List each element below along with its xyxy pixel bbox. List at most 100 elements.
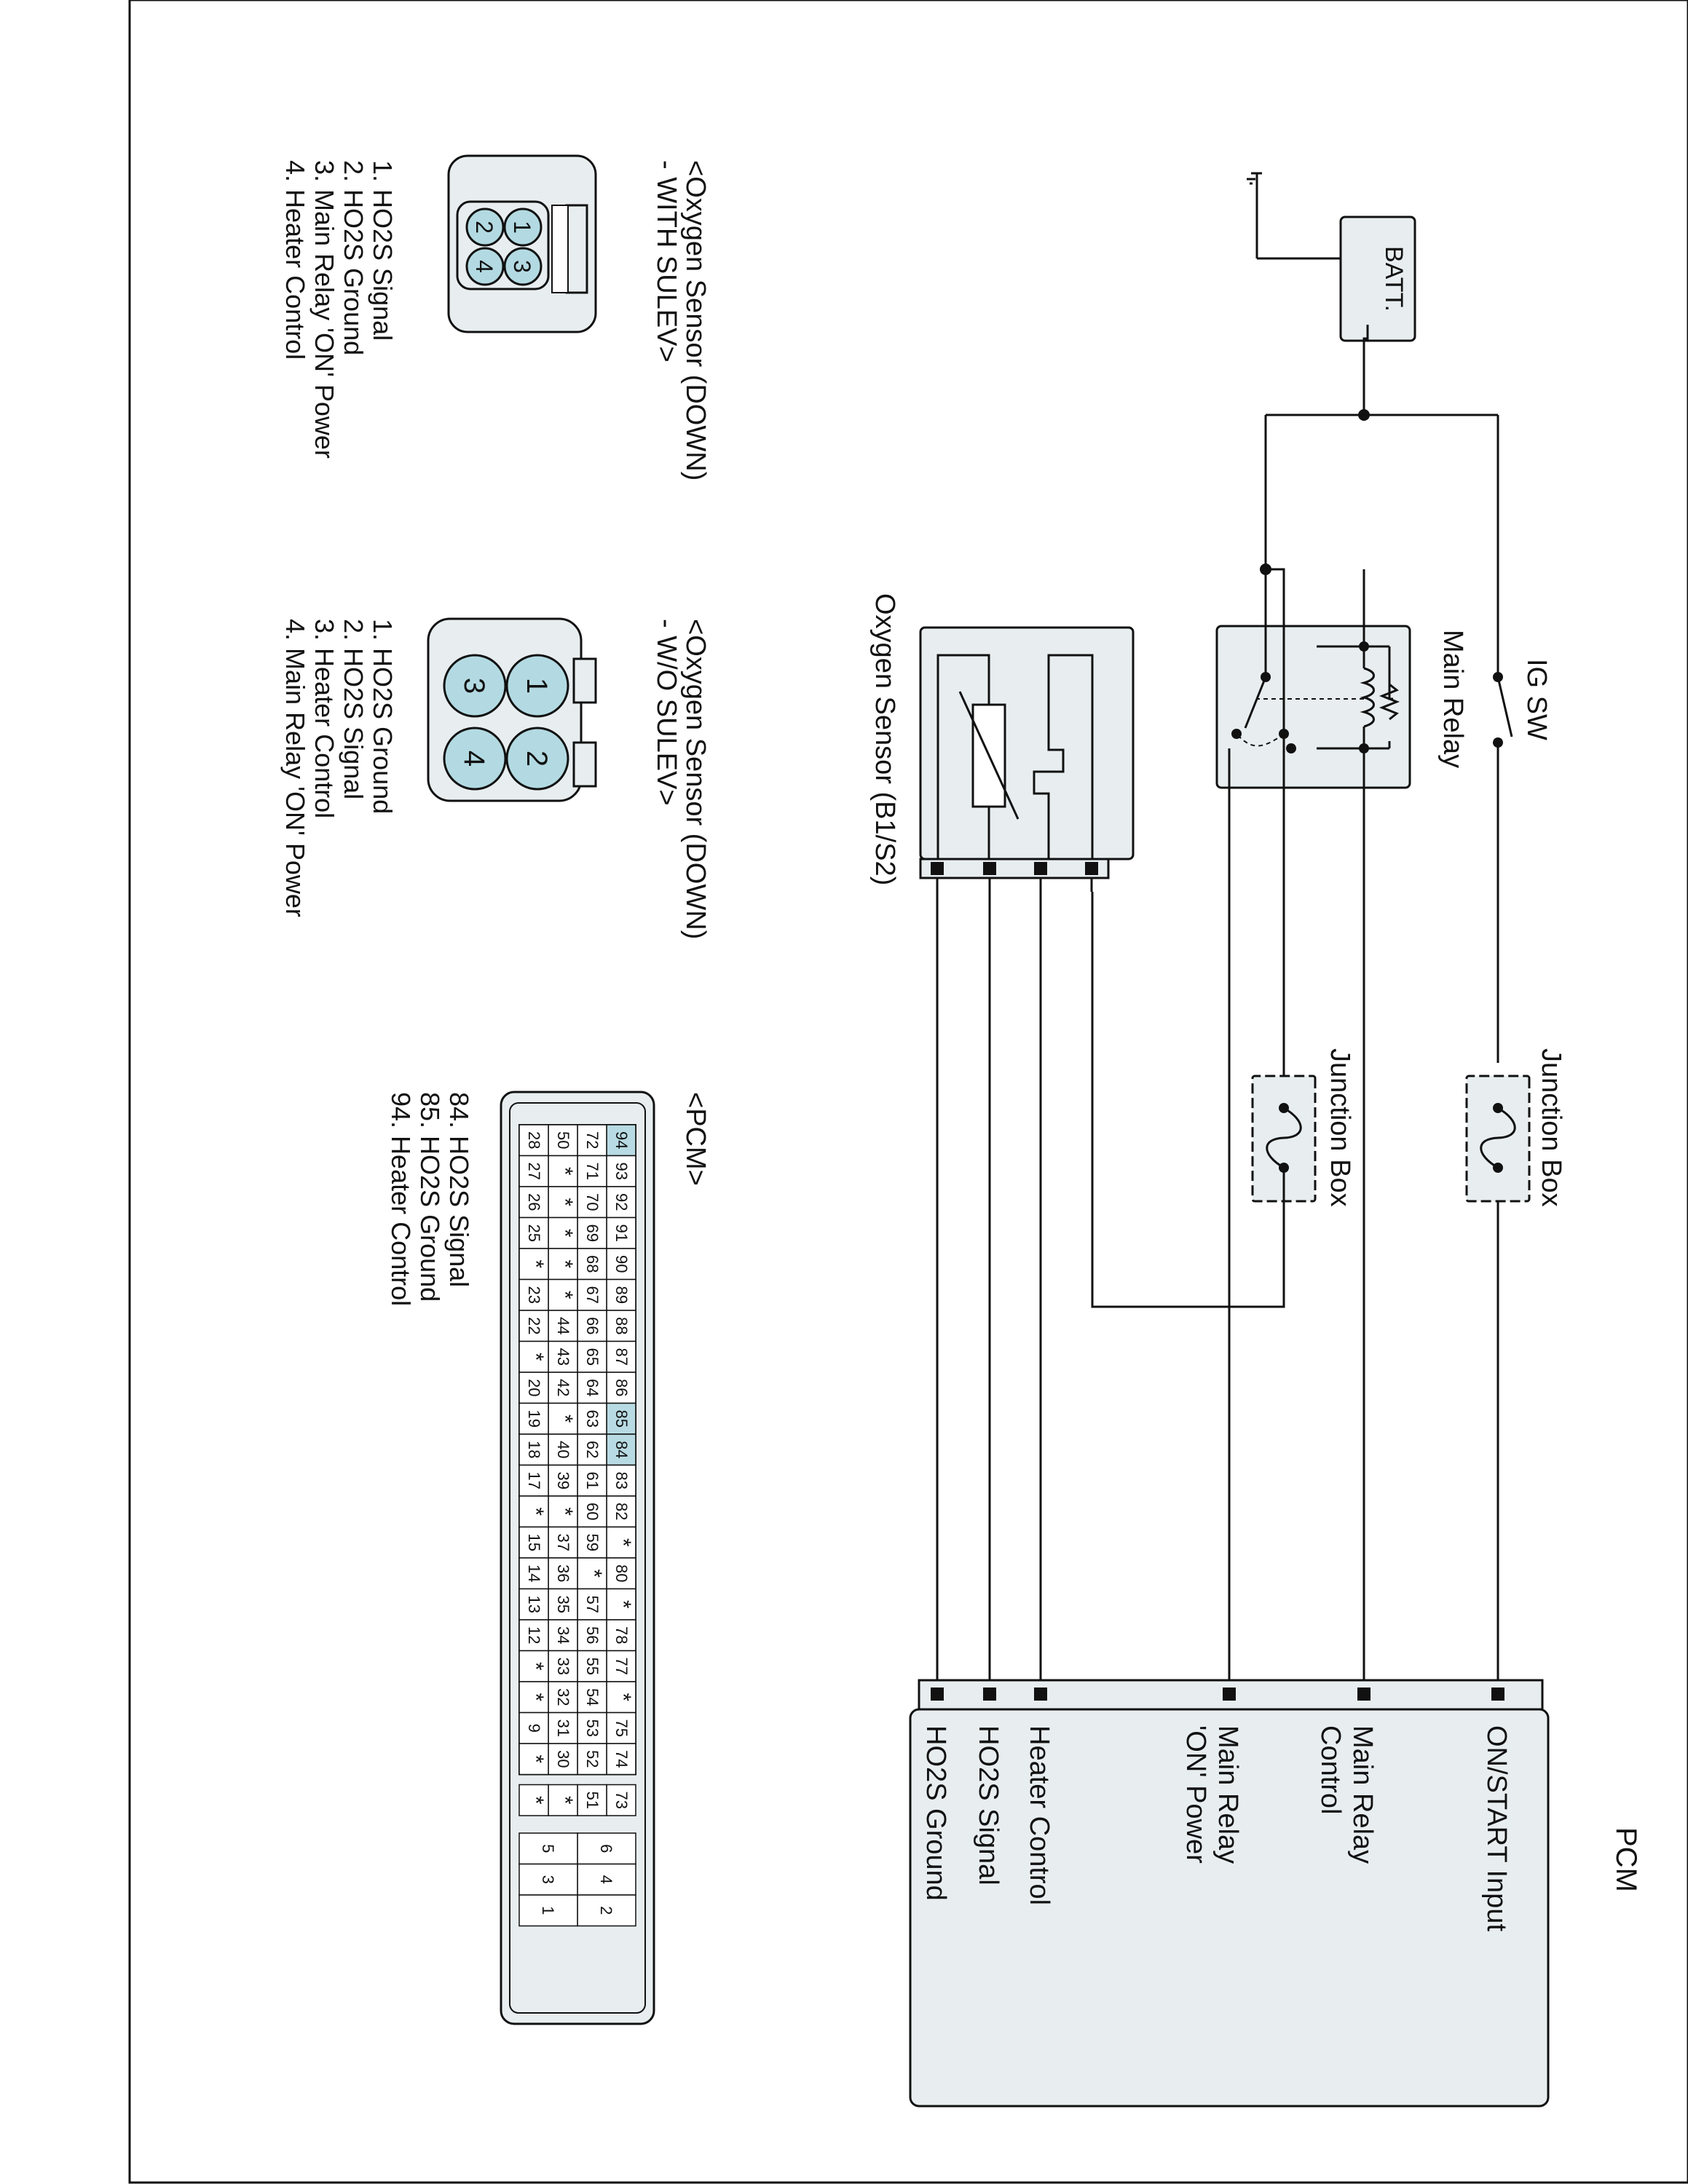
connector-title: <Oxygen Sensor (DOWN): [680, 619, 711, 939]
main-relay: [1215, 625, 1411, 789]
pcm-pin-label: 85: [612, 1410, 631, 1428]
pcm-pin-label: 19: [525, 1410, 543, 1428]
pcm-pin-label: 66: [583, 1317, 602, 1334]
pcm-pin-label: 35: [554, 1596, 572, 1613]
pcm-pin-label: 28: [525, 1131, 543, 1149]
pcm-pin-label: 30: [554, 1750, 572, 1768]
pcm-pin-label: 61: [583, 1472, 602, 1489]
pcm-connector-legend-item: 84. HO2S Signal: [444, 1092, 474, 1287]
pcm-pin-label: 37: [554, 1534, 572, 1551]
connector-legend-item: 2. HO2S Ground: [339, 160, 368, 355]
connector-pin: [443, 727, 507, 791]
pcm-pin-label: 91: [612, 1224, 631, 1242]
pcm-pin-label: 72: [583, 1131, 602, 1149]
connector-pin-number: 4: [471, 260, 497, 273]
pcm-pin-label: *: [553, 1167, 577, 1176]
pcm-pin-label: 42: [554, 1379, 572, 1396]
pcm-pin-label: 26: [525, 1193, 543, 1211]
connector-legend-item: 3. Heater Control: [309, 619, 339, 818]
connector-with-sulev: <Oxygen Sensor (DOWN) - WITH SULEV>12341…: [280, 154, 711, 480]
pcm-pin-label: 80: [612, 1564, 631, 1582]
pcm-pin-label: 68: [583, 1255, 602, 1273]
pcm-pin-label: 3: [539, 1875, 557, 1884]
pcm-pin-label: 25: [525, 1224, 543, 1242]
pcm-pin-label: 44: [554, 1317, 572, 1334]
connector-latch-inner: [551, 205, 569, 293]
pcm-pin-label: 83: [612, 1472, 631, 1489]
pcm-pin-label: Main Relay: [1212, 1725, 1243, 1864]
connector-latch-2: [572, 741, 597, 788]
pcm-pin-label: 12: [525, 1626, 543, 1644]
pcm-pin-label: ON/START Input: [1481, 1725, 1512, 1931]
connector-legend-item: 3. Main Relay 'ON' Power: [309, 160, 339, 459]
pcm-pin-label: *: [524, 1507, 548, 1516]
relay-coil-node-3: [1286, 743, 1296, 753]
connector-pin-number: 4: [458, 751, 490, 767]
connector-pin-number: 1: [509, 221, 535, 234]
pcm-pin-label: 22: [525, 1317, 543, 1334]
pcm-pin-label: 51: [583, 1792, 602, 1809]
pcm-pin-label: 75: [612, 1720, 631, 1737]
pcm-pin-label: 15: [525, 1534, 543, 1551]
junction-box-1-label: Junction Box: [1536, 1048, 1566, 1207]
connector-latch: [572, 657, 597, 704]
connector-pin-number: 3: [509, 260, 535, 273]
connector-title: <Oxygen Sensor (DOWN): [680, 160, 711, 480]
pcm-pin-label: 70: [583, 1193, 602, 1211]
battery-label: BATT.: [1380, 246, 1408, 312]
pcm-block: [909, 1708, 1550, 2108]
pcm-pin-label: 62: [583, 1441, 602, 1458]
pcm-pin-label: 94: [612, 1131, 631, 1149]
pcm-pin-label: *: [611, 1538, 635, 1547]
pcm-pin-label: 73: [612, 1792, 631, 1809]
sensor-heater-element: [1033, 654, 1094, 859]
pcm-pin-label: *: [553, 1229, 577, 1238]
page-frame: [128, 0, 1688, 2184]
pcm-pin-label: 43: [554, 1348, 572, 1366]
pcm-pin-label: *: [524, 1754, 548, 1763]
connector-legend-item: 4. Main Relay 'ON' Power: [280, 619, 310, 917]
connector-pin-number: 2: [521, 751, 553, 767]
pcm-pin-label: *: [611, 1600, 635, 1609]
pcm-pins: [931, 1688, 1504, 1701]
connector-legend-item: 1. HO2S Signal: [368, 160, 398, 341]
pcm-title: PCM: [1610, 1827, 1642, 1892]
pcm-pin-label: 74: [612, 1750, 631, 1768]
connector-legend-item: 1. HO2S Ground: [368, 619, 398, 814]
pcm-pin-label: 82: [612, 1503, 631, 1520]
pcm-pin-label: Main Relay: [1347, 1725, 1378, 1864]
pcm-pin-label: *: [524, 1353, 548, 1361]
ig-switch-label: IG SW: [1521, 659, 1552, 740]
pcm-pin-label: HO2S Ground: [920, 1725, 951, 1901]
pcm-pin-label: 2: [597, 1906, 615, 1915]
connector-latch: [565, 204, 588, 294]
pcm-pin-label: 17: [525, 1472, 543, 1489]
pcm-pin-label: 34: [554, 1626, 572, 1644]
pcm-pin-label: 18: [525, 1441, 543, 1458]
pcm-pin-label: 4: [597, 1875, 615, 1884]
pcm-pin-label: 90: [612, 1255, 631, 1273]
pcm-pin-cell: [518, 1743, 549, 1776]
pcm-pin-label: 89: [612, 1286, 631, 1304]
pcm-pin-label: 13: [525, 1596, 543, 1613]
pcm-pin-label: *: [524, 1693, 548, 1701]
relay-wires: [1264, 568, 1285, 734]
pcm-pin-label: 23: [525, 1286, 543, 1304]
pcm-pin-label: 84: [612, 1441, 631, 1458]
connector-legend-item: 4. Heater Control: [280, 160, 310, 360]
junction-box-2-label: Junction Box: [1325, 1048, 1355, 1207]
splice-battery: [1358, 409, 1370, 421]
pcm-pin-label: *: [524, 1662, 548, 1671]
pcm-pin-label: 40: [554, 1441, 572, 1458]
main-relay-label: Main Relay: [1437, 630, 1468, 768]
pcm-pin-label: 56: [583, 1626, 602, 1644]
sensor-pins: [931, 862, 1098, 875]
pcm-pin-label: 39: [554, 1472, 572, 1489]
pcm-pin-label: 69: [583, 1224, 602, 1242]
pcm-pin-label: *: [553, 1796, 577, 1805]
pcm-pin-label: HO2S Signal: [973, 1725, 1003, 1886]
pcm-pin-label: 32: [554, 1688, 572, 1706]
